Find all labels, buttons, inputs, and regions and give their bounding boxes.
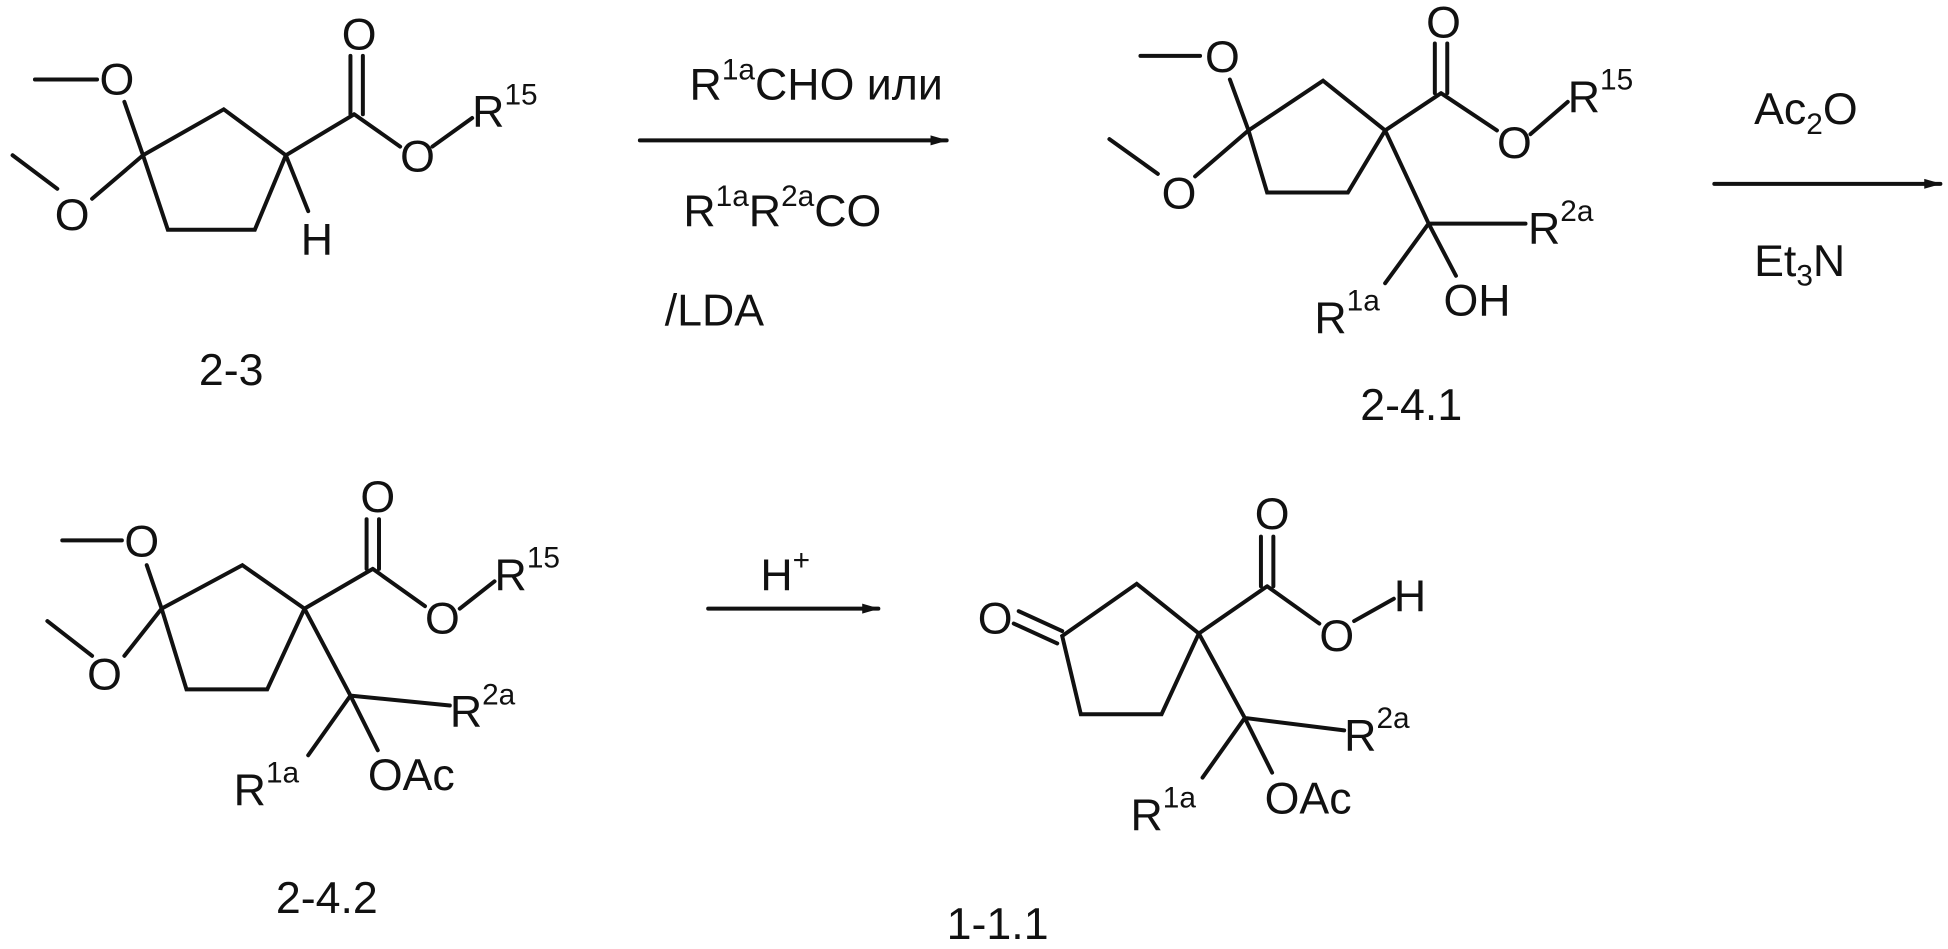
atom-label: R2a [1528,195,1594,253]
compound-1-1-1: O O O H R2a R1a OAc 1-1.1 [947,490,1426,949]
atom-label: R [1568,73,1600,122]
atom-label: R [450,688,482,737]
atom-label: 2a [482,678,516,711]
atom-label: CO [814,187,881,236]
reaction-arrow-1: R1aCHO или R1aR2aCO /LDA [640,53,947,335]
atom-label: 1a [266,757,300,790]
atom-label: H [760,551,792,600]
atom-label: R1a [1314,285,1380,343]
atom-label: R15 [495,542,560,600]
atom-label: R [1131,791,1163,840]
atom-label: O [342,11,377,60]
atom-label: Ac2O [1754,85,1858,141]
atom-label: 2a [1560,195,1594,228]
compound-label: 2-4.1 [1360,381,1462,430]
atom-label: 2a [781,180,815,213]
atom-label: R1aR2aCO [683,180,881,236]
atom-label: R1a [1131,781,1197,839]
atom-label: R15 [1568,63,1633,121]
atom-label: OAc [1265,775,1352,824]
atom-label: O [1205,33,1240,82]
atom-label: O [1319,612,1354,661]
reaction-arrow-2: Ac2O Et3N [1714,85,1940,292]
atom-label: R [472,88,504,137]
atom-label: R [1528,204,1560,253]
atom-label: CHO или [755,60,943,109]
atom-label: O [978,594,1013,643]
atom-label: 15 [527,542,560,575]
atom-label: 3 [1796,260,1813,293]
atom-label: 1a [1347,285,1381,318]
atom-label: O [55,191,90,240]
compound-label: 1-1.1 [947,900,1049,949]
atom-label: 15 [1600,63,1633,96]
atom-label: O [1823,85,1858,134]
atom-label: R1a [234,757,300,815]
atom-label: 1a [716,180,750,213]
atom-label: O [1162,170,1197,219]
atom-label: R [1314,294,1346,343]
atom-label: O [1426,0,1461,47]
atom-label: OH [1444,277,1511,326]
atom-label: Et3N [1754,237,1845,293]
atom-label: H [301,216,333,265]
atom-label: 2a [1376,702,1410,735]
atom-label: N [1813,237,1845,286]
compound-2-4-2: O O O O R15 R2a R1a OAc 2-4.2 [47,473,560,923]
atom-label: R2a [1344,702,1410,760]
atom-label: OAc [368,751,455,800]
reaction-arrow-3: H+ [708,544,878,609]
atom-label: O [124,517,159,566]
atom-label: O [360,473,395,522]
atom-label: 2 [1806,108,1823,141]
compound-2-4-1: O O O O R15 R2a R1a OH 2-4.1 [1109,0,1633,430]
atom-label: R15 [472,78,537,136]
atom-label: R [1344,711,1376,760]
atom-label: R2a [450,678,516,736]
atom-label: O [400,132,435,181]
atom-label: H [1394,572,1426,621]
atom-label: O [1255,490,1290,539]
atom-label: 15 [504,78,537,111]
atom-label: 1a [722,53,756,86]
atom-label: R [234,766,266,815]
atom-label: R1aCHO или [690,53,943,109]
compound-label: 2-3 [199,346,264,395]
atom-label: O [425,594,460,643]
compound-label: 2-4.2 [276,874,378,923]
atom-label: R [690,60,722,109]
atom-label: Et [1754,237,1797,286]
compound-2-3: O O O O R15 H 2-3 [13,11,538,395]
atom-label: 1a [1163,781,1197,814]
atom-label: O [87,650,122,699]
atom-label: + [793,544,810,577]
atom-label: H+ [760,544,810,600]
atom-label: O [1497,119,1532,168]
atom-label: /LDA [665,286,765,335]
atom-label: Ac [1754,85,1806,134]
atom-label: R [683,187,715,236]
atom-label: O [100,55,135,104]
atom-label: R [749,187,781,236]
atom-label: R [495,551,527,600]
